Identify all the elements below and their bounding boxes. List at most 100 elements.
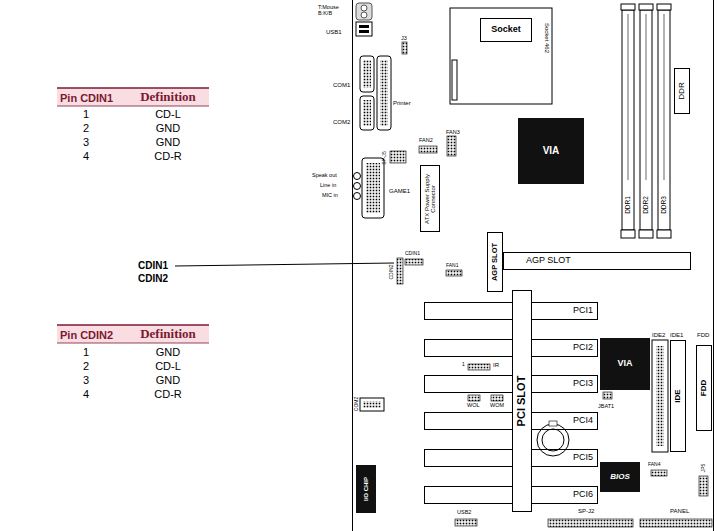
- part-label: IDE2: [652, 332, 665, 339]
- cpu-socket-frame: [452, 60, 457, 100]
- part-label: T:Mouse B:K/B: [318, 4, 348, 16]
- memory-slot: [657, 4, 671, 10]
- pin-table-frame: [57, 343, 209, 344]
- memory-slot: [621, 230, 635, 238]
- part-label: CDIN2: [389, 264, 395, 279]
- printer-port: [380, 60, 388, 126]
- leader-line: [175, 263, 394, 266]
- fdd-connector: FDD: [696, 345, 712, 431]
- ps2-connector: [356, 3, 372, 20]
- pci-slot: PCI3: [424, 375, 598, 393]
- atx-power-connector: ATX Power Supply Connector: [420, 165, 440, 232]
- usb-connector: [356, 22, 372, 36]
- pin-table-header: Pin CDIN2: [60, 329, 113, 341]
- memory-slot: [657, 230, 671, 238]
- pin-table-cell: GND: [156, 136, 180, 148]
- battery: [549, 421, 557, 426]
- pin-table-cell: GND: [156, 374, 180, 386]
- part-name: VIA: [617, 359, 632, 368]
- part-name: BIOS: [610, 473, 630, 481]
- memory-slot: [646, 14, 647, 180]
- serial-port: [363, 100, 371, 126]
- part-label: Socket 462: [544, 23, 551, 53]
- audio-jack: [354, 183, 361, 190]
- part-label: COM2: [333, 119, 350, 126]
- part-label: COM2: [354, 397, 360, 411]
- pin-table-cell: CD-R: [154, 388, 182, 400]
- ddr-tag: DDR: [674, 68, 690, 114]
- part-label: CDIN1: [405, 251, 420, 257]
- pin-header: [699, 476, 708, 496]
- pin-header: [405, 259, 423, 265]
- part-name: PCI5: [573, 453, 593, 462]
- printer-port: [377, 56, 391, 130]
- callout-label: CDIN2: [138, 273, 168, 284]
- part-label: SP-J2: [578, 508, 594, 515]
- pci-slot: PCI4: [424, 412, 598, 430]
- pin-table-cell: GND: [156, 122, 180, 134]
- leader-line: [175, 263, 394, 266]
- part-name: PCI4: [573, 416, 593, 425]
- part-label: JBAT1: [598, 403, 614, 409]
- part-name: I/O CHIP: [363, 467, 369, 511]
- chipset: VIA: [600, 338, 650, 390]
- part-label: USB1: [326, 29, 342, 36]
- part-label: JP5: [701, 464, 707, 473]
- pin-header: [603, 392, 612, 399]
- pin-header: [640, 519, 712, 527]
- part-name: VIA: [543, 146, 560, 157]
- part-name: AGP SLOT: [491, 234, 499, 290]
- callout-label: CDIN1: [138, 260, 168, 271]
- part-name: ATX Power Supply Connector: [424, 167, 437, 230]
- pin-header: [468, 395, 480, 401]
- pin-table-cell: 2: [83, 360, 89, 372]
- pci-slot-band: PCI SLOT: [512, 290, 532, 512]
- pin-table-frame: [57, 88, 209, 343]
- part-label: IR: [493, 362, 499, 369]
- part-label: IDE1: [670, 332, 683, 339]
- part-name: PCI1: [573, 306, 593, 315]
- serial-port: [360, 56, 374, 130]
- audio-jack: [354, 173, 361, 180]
- pin-table-header: Pin CDIN1: [60, 92, 113, 104]
- pci-slot: PCI5: [424, 449, 598, 467]
- memory-slot: [640, 10, 652, 230]
- com-header: [360, 398, 384, 411]
- pci-slot: PCI2: [424, 339, 598, 357]
- ide-connector-frame: [652, 340, 668, 452]
- pin-table-cell: 2: [83, 122, 89, 134]
- board-outline: [353, 0, 714, 531]
- part-label: FAN4: [648, 462, 661, 468]
- battery: [537, 421, 569, 456]
- pin-header: [397, 258, 403, 284]
- pin-header: [419, 146, 437, 153]
- pin-header: [491, 395, 503, 401]
- pin-header: [455, 519, 477, 526]
- part-label: COM1: [333, 82, 350, 89]
- pin-table-cell: CD-L: [155, 360, 181, 372]
- memory-slot: [639, 230, 653, 238]
- agp-slot: AGP SLOT: [503, 252, 691, 270]
- part-name: PCI3: [573, 379, 593, 388]
- com-header: [360, 398, 384, 411]
- printer-port: [377, 56, 391, 130]
- memory-slot: [639, 4, 653, 10]
- pin-table-cell: CD-R: [154, 150, 182, 162]
- pin-table-cell: 3: [83, 374, 89, 386]
- serial-port: [360, 96, 374, 130]
- part-label: SP-J5: [382, 151, 388, 165]
- part-label: GAME1: [389, 188, 410, 195]
- audio-jack: [354, 193, 361, 200]
- pin-table-frame: [57, 324, 209, 326]
- part-label: Speak out: [312, 172, 337, 178]
- game-port: [362, 158, 384, 218]
- part-name: PCI2: [573, 343, 593, 352]
- memory-slot: [628, 14, 629, 180]
- pci-slot: PCI1: [424, 302, 598, 320]
- pin-header: [468, 364, 490, 370]
- part-label: DDR1: [624, 196, 631, 214]
- ps2-connector: [361, 5, 367, 11]
- com-header: [363, 401, 381, 408]
- cpu-socket-frame: [450, 8, 552, 104]
